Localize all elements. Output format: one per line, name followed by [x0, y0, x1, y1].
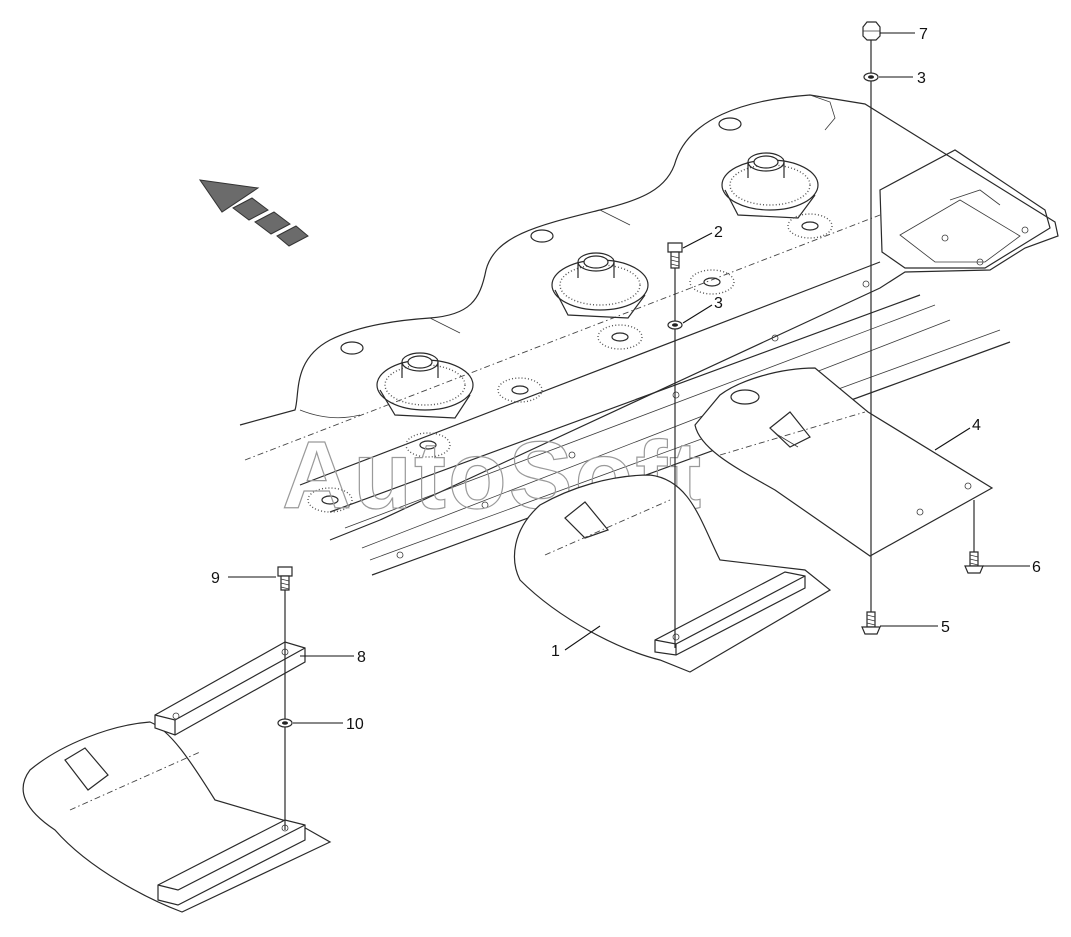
callout-2: 2 — [682, 224, 723, 249]
callout-3-mid: 3 — [682, 295, 723, 324]
svg-text:4: 4 — [972, 417, 981, 434]
callout-6: 6 — [983, 559, 1041, 576]
svg-text:8: 8 — [357, 649, 366, 666]
callout-8: 8 — [300, 649, 366, 666]
skid-plate-part-4 — [694, 367, 994, 557]
callout-3-top: 3 — [879, 70, 926, 87]
callout-10: 10 — [293, 716, 364, 733]
cutter-bar-assembly — [239, 94, 1059, 576]
callout-5: 5 — [880, 619, 950, 636]
nut-part-7-icon — [862, 21, 881, 41]
svg-text:6: 6 — [1032, 559, 1041, 576]
svg-text:2: 2 — [714, 224, 723, 241]
svg-text:1: 1 — [551, 643, 560, 660]
screw-part-6-icon — [964, 551, 984, 574]
svg-text:10: 10 — [346, 716, 364, 733]
bolt-part-9-icon — [277, 566, 293, 591]
direction-arrow-icon — [198, 179, 309, 247]
disc-head-2 — [551, 252, 649, 319]
svg-text:3: 3 — [714, 295, 723, 312]
svg-text:9: 9 — [211, 570, 220, 587]
bolt-part-2-icon — [667, 242, 683, 269]
svg-text:3: 3 — [917, 70, 926, 87]
skid-plate-lower-left — [22, 721, 332, 913]
washer-part-10-icon — [277, 718, 293, 728]
washer-part-3-top-icon — [863, 72, 879, 82]
disc-head-1 — [376, 352, 474, 419]
idler-gears — [307, 213, 833, 513]
callout-1: 1 — [551, 625, 601, 660]
callout-7: 7 — [880, 26, 928, 43]
washer-part-3-mid-icon — [667, 320, 683, 330]
screw-part-5-icon — [861, 611, 881, 635]
svg-text:5: 5 — [941, 619, 950, 636]
callout-9: 9 — [211, 570, 276, 587]
disc-head-3 — [721, 152, 819, 219]
svg-text:7: 7 — [919, 26, 928, 43]
skid-plate-part-1 — [514, 474, 832, 673]
callout-4: 4 — [934, 417, 981, 451]
